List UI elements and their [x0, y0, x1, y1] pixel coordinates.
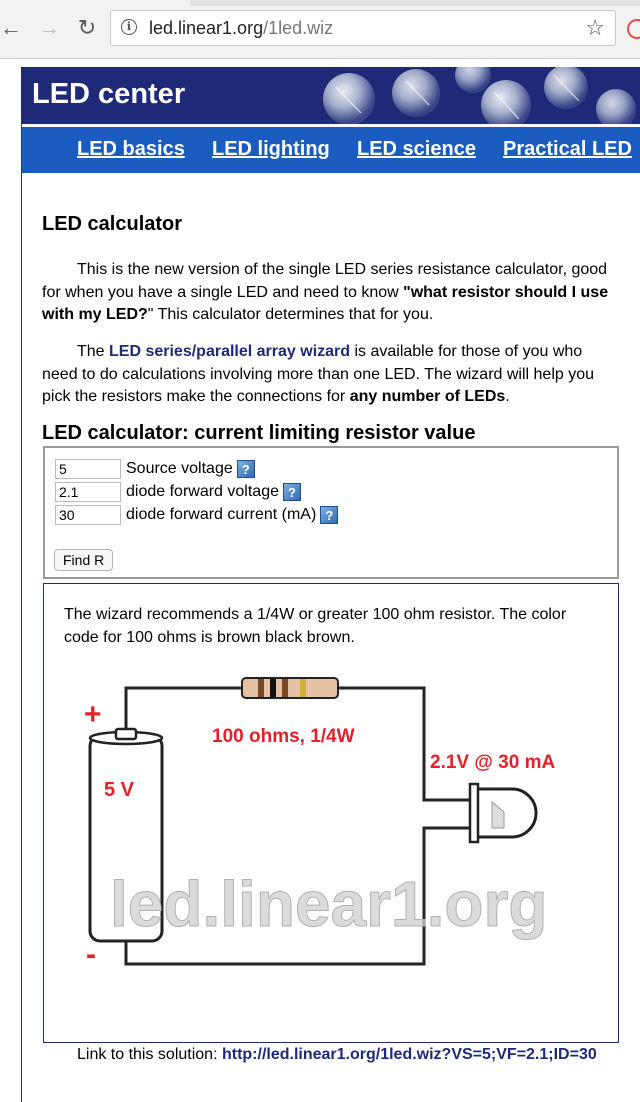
tab-strip: [0, 0, 640, 6]
watermark-text: led.linear1.org: [110, 868, 547, 940]
page-border: [21, 124, 22, 1102]
battery-symbol: [88, 727, 164, 943]
source-voltage-input[interactable]: [55, 459, 121, 479]
bookmark-star-icon[interactable]: ☆: [585, 15, 605, 40]
forward-current-row: diode forward current (mA) ?: [55, 504, 339, 526]
solution-link-row: Link to this solution: http://led.linear…: [42, 1044, 622, 1067]
nav-led-basics[interactable]: LED basics: [77, 138, 185, 160]
forward-voltage-input[interactable]: [55, 482, 121, 502]
array-wizard-link[interactable]: LED series/parallel array wizard: [109, 343, 351, 360]
intro-bold: "what resistor should I use with my LED?: [42, 283, 609, 324]
resistor-label: 100 ohms, 1/4W: [212, 726, 355, 747]
wire-top-left: [124, 686, 242, 732]
wizard-bold: any number of LEDs: [349, 388, 506, 405]
forward-arrow-icon[interactable]: →: [38, 15, 60, 40]
help-icon[interactable]: ?: [282, 483, 301, 501]
back-arrow-icon[interactable]: ←: [0, 15, 22, 40]
reload-icon[interactable]: ↻: [77, 15, 97, 40]
forward-voltage-row: diode forward voltage ?: [55, 481, 301, 503]
led-bulbs-image: [323, 67, 636, 124]
led-label: 2.1V @ 30 mA: [430, 752, 555, 773]
main-nav: LED basics LED lighting LED science Prac…: [21, 127, 640, 173]
browser-toolbar: ← → ↻ i led.linear1.org/1led.wiz ☆: [0, 0, 640, 59]
page-title: LED calculator: [42, 213, 183, 235]
forward-current-label: diode forward current (mA): [126, 506, 317, 523]
nav-practical-led[interactable]: Practical LED: [503, 138, 632, 160]
nav-led-science[interactable]: LED science: [357, 138, 476, 160]
wizard-text-2: is available for those of you who need t…: [42, 343, 595, 405]
led-symbol: [468, 782, 538, 844]
active-tab[interactable]: [0, 0, 190, 6]
url-domain: led.linear1.org: [149, 18, 264, 38]
info-icon[interactable]: i: [121, 19, 137, 35]
forward-current-input[interactable]: [55, 505, 121, 525]
wire-top-right: [338, 686, 470, 802]
solution-link[interactable]: http://led.linear1.org/1led.wiz?VS=5;VF=…: [221, 1046, 597, 1063]
minus-label: -: [86, 938, 96, 971]
circuit-diagram: + - 5 V 100 ohms, 1/4W 2.1V @ 30 mA led.…: [84, 677, 555, 971]
result-panel: The wizard recommends a 1/4W or greater …: [43, 583, 619, 1043]
result-text: The wizard recommends a 1/4W or greater …: [64, 606, 567, 646]
address-bar[interactable]: i led.linear1.org/1led.wiz ☆: [110, 10, 616, 46]
site-title: LED center: [32, 78, 186, 110]
url-text[interactable]: led.linear1.org/1led.wiz: [149, 18, 333, 39]
solution-prefix: Link to this solution:: [77, 1046, 222, 1063]
source-voltage-row: Source voltage ?: [55, 458, 255, 480]
source-voltage-label: Source voltage: [126, 460, 233, 477]
intro-paragraph: This is the new version of the single LE…: [42, 259, 622, 327]
site-banner: LED center: [21, 67, 640, 124]
calculator-form: Source voltage ? diode forward voltage ?…: [43, 446, 619, 579]
url-path: /1led.wiz: [263, 18, 334, 38]
plus-label: +: [84, 698, 102, 731]
wire-bottom: [124, 826, 470, 966]
help-icon[interactable]: ?: [236, 460, 255, 478]
forward-voltage-label: diode forward voltage: [126, 483, 279, 500]
wizard-text-3: .: [505, 388, 510, 405]
nav-led-lighting[interactable]: LED lighting: [212, 138, 330, 160]
resistor-symbol: [241, 677, 339, 699]
extension-icon[interactable]: [627, 19, 640, 39]
intro-text-1: This is the new version of the single LE…: [42, 261, 608, 301]
wizard-paragraph: The LED series/parallel array wizard is …: [42, 341, 622, 409]
find-r-button[interactable]: Find R: [54, 549, 114, 571]
wizard-text-1: The: [77, 343, 110, 360]
intro-text-2: " This calculator determines that for yo…: [147, 306, 434, 323]
section-title: LED calculator: current limiting resisto…: [42, 422, 476, 444]
help-icon[interactable]: ?: [320, 506, 339, 524]
battery-voltage-label: 5 V: [104, 779, 135, 801]
